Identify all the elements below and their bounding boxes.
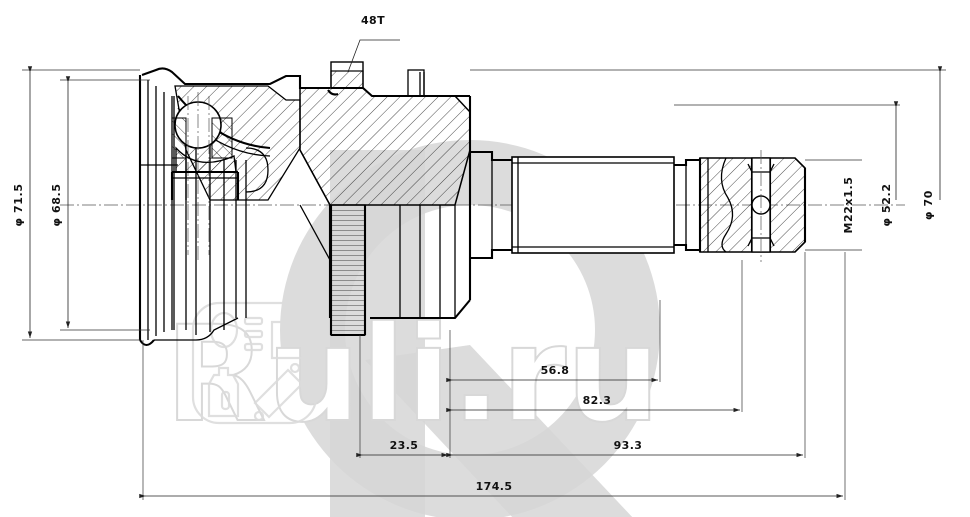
dim-23-5-text: 23.5 bbox=[390, 439, 419, 452]
dim-93-3-text: 93.3 bbox=[614, 439, 643, 452]
dimension-93-3: 93.3 bbox=[446, 252, 806, 458]
dimension-m22x1-5: M22x1.5 bbox=[805, 159, 862, 251]
dim-m22-text: M22x1.5 bbox=[842, 176, 855, 233]
dimension-48t: 48T bbox=[347, 14, 400, 73]
dimension-23-5: 23.5 bbox=[356, 335, 451, 458]
dimension-phi-71-5: φ 71.5 bbox=[12, 66, 140, 341]
tapered-housing-body bbox=[299, 86, 472, 320]
dim-phi-52-2-text: φ 52.2 bbox=[880, 183, 893, 226]
dim-56-8-text: 56.8 bbox=[541, 364, 570, 377]
dim-phi-70-text: φ 70 bbox=[922, 190, 935, 220]
dim-82-3-text: 82.3 bbox=[583, 394, 612, 407]
dimension-82-3: 82.3 bbox=[446, 260, 743, 413]
dim-phi-68-5-text: φ 68.5 bbox=[50, 183, 63, 226]
dim-phi-71-5-text: φ 71.5 bbox=[12, 183, 25, 226]
dimension-phi-52-2: φ 52.2 bbox=[674, 101, 900, 227]
dimension-phi-68-5: φ 68.5 bbox=[50, 76, 150, 331]
watermark-icon-badge bbox=[191, 301, 318, 425]
dimension-phi-70: φ 70 bbox=[470, 66, 946, 220]
dim-48t-text: 48T bbox=[361, 14, 385, 27]
abs-tone-ring-teeth bbox=[329, 204, 367, 337]
dimension-174-5: 174.5 bbox=[139, 252, 846, 500]
dimension-56-8: 56.8 bbox=[446, 300, 661, 383]
drive-shaft-section bbox=[470, 150, 700, 260]
dim-174-5-text: 174.5 bbox=[476, 480, 513, 493]
ball-bearing-assembly bbox=[140, 92, 269, 262]
threaded-end-section bbox=[698, 150, 807, 262]
